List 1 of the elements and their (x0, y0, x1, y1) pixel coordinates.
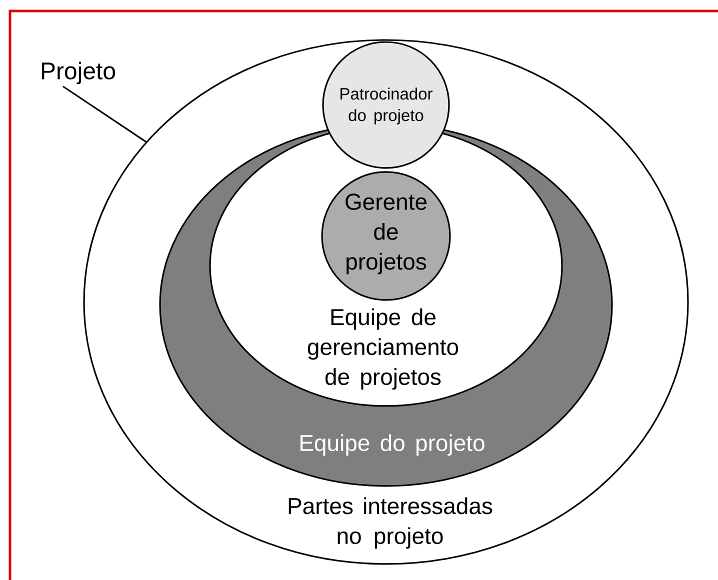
leader-line (62, 86, 146, 142)
